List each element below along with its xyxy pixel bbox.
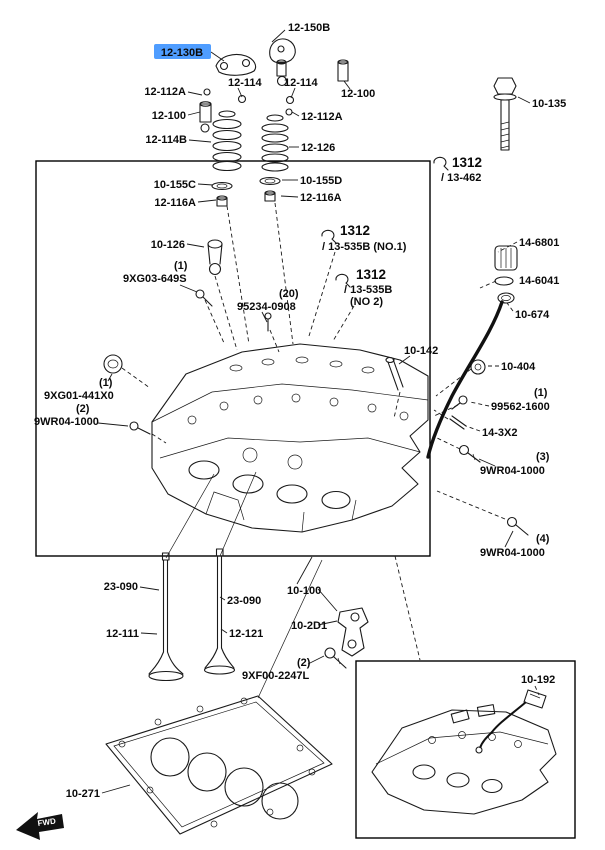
qty-9WR04-2: (2) — [76, 403, 90, 415]
rocker-arm-12-150B-drawing — [269, 38, 296, 87]
qty-9XG03: (1) — [174, 260, 188, 272]
part-label-12-126[interactable]: 12-126 — [301, 142, 335, 154]
bolt-9WR04-4-drawing — [506, 516, 529, 536]
part-label-10-192[interactable]: 10-192 — [521, 674, 555, 686]
part-label-1312-c[interactable]: 1312 — [356, 267, 386, 282]
part-label-12-116A-left[interactable]: 12-116A — [154, 197, 196, 209]
part-label-10-142[interactable]: 10-142 — [404, 345, 438, 357]
part-label-9WR04-1000-4[interactable]: 9WR04-1000 — [480, 547, 545, 559]
part-label-12-100-left[interactable]: 12-100 — [152, 110, 186, 122]
qty-9XF00: (2) — [297, 657, 311, 669]
part-label-12-114B[interactable]: 12-114B — [145, 134, 187, 146]
valve-12-121-drawing — [203, 548, 236, 675]
head-bolt-10-135-drawing — [493, 77, 517, 151]
part-label-9XG03-649S[interactable]: 9XG03-649S — [123, 273, 187, 285]
bolt-9WR04-3-drawing — [458, 444, 481, 463]
part-label-1312-a[interactable]: 1312 — [452, 155, 482, 170]
main-assembly-box — [35, 160, 431, 557]
part-label-12-121[interactable]: 12-121 — [229, 628, 263, 640]
part-label-10-135[interactable]: 10-135 — [532, 98, 566, 110]
qty-9WR04-3: (3) — [536, 451, 550, 463]
part-label-14-3X2[interactable]: 14-3X2 — [482, 427, 517, 439]
spring-seats-and-seals-drawing — [211, 176, 281, 207]
cup-plug-9XG01-drawing — [103, 354, 123, 374]
stud-95234-drawing — [264, 312, 272, 332]
head-gasket-10-271-drawing — [105, 695, 333, 835]
part-labels: 12-150B 12-130B 12-112A 12-114 12-114 12… — [34, 22, 566, 800]
stud-14-3X2-drawing — [449, 415, 467, 430]
cylinder-head-drawing — [151, 343, 429, 533]
part-label-10-155D[interactable]: 10-155D — [300, 175, 342, 187]
part-label-13-535B-no2[interactable]: / 13-535B — [344, 284, 392, 296]
oring-10-674-drawing — [497, 292, 515, 304]
clip-13-462-icon — [433, 156, 449, 171]
rocker-arm-12-130B-drawing — [215, 53, 257, 76]
qty-99562: (1) — [534, 387, 548, 399]
part-label-12-116A-right[interactable]: 12-116A — [300, 192, 342, 204]
dipstick-pipe-14-6801-drawing — [494, 245, 518, 304]
part-label-12-112A-right[interactable]: 12-112A — [301, 111, 343, 123]
part-label-12-112A-left[interactable]: 12-112A — [144, 86, 186, 98]
bolt-9XF00-drawing — [324, 647, 347, 669]
part-label-12-130B-selected[interactable]: 12-130B — [161, 47, 203, 59]
fwd-label: FWD — [37, 817, 57, 828]
valve-spring-right-drawing — [261, 114, 289, 172]
part-label-10-155C[interactable]: 10-155C — [154, 179, 196, 191]
bolt-99562-drawing — [451, 395, 468, 410]
part-label-12-100-right[interactable]: 12-100 — [341, 88, 375, 100]
part-label-10-2D1[interactable]: 10-2D1 — [291, 620, 327, 632]
part-label-10-674[interactable]: 10-674 — [515, 309, 550, 321]
part-label-no2-qualifier: (NO 2) — [350, 296, 383, 308]
part-label-99562-1600[interactable]: 99562-1600 — [491, 401, 550, 413]
part-label-10-126[interactable]: 10-126 — [151, 239, 185, 251]
hidden-part-lines — [121, 202, 540, 696]
part-label-12-114-left[interactable]: 12-114 — [228, 77, 263, 89]
clip-13-535B-no1-icon — [321, 229, 337, 244]
valve-spring-left-drawing — [212, 110, 242, 172]
inset-detail-box — [355, 660, 576, 839]
part-label-13-535B-no1[interactable]: / 13-535B (NO.1) — [322, 241, 407, 253]
part-label-23-090-left[interactable]: 23-090 — [104, 581, 138, 593]
valve-keepers-and-adjusters-drawing — [199, 59, 349, 133]
part-label-9XG01-441X0[interactable]: 9XG01-441X0 — [44, 390, 114, 402]
part-label-9XF00-2247L[interactable]: 9XF00-2247L — [242, 670, 310, 682]
part-label-95234-0908[interactable]: 95234-0908 — [237, 301, 296, 313]
qty-9WR04-4: (4) — [536, 533, 550, 545]
part-label-12-111[interactable]: 12-111 — [106, 628, 139, 640]
qty-9XG01: (1) — [99, 377, 113, 389]
bolt-9WR04-2-drawing — [129, 421, 151, 435]
clip-13-535B-no2-icon — [335, 273, 351, 288]
stud-10-142-drawing — [385, 356, 404, 391]
oil-dipstick-tube-drawing — [426, 300, 504, 459]
part-label-10-271[interactable]: 10-271 — [66, 788, 100, 800]
part-label-12-114-right[interactable]: 12-114 — [284, 77, 319, 89]
part-label-14-6801[interactable]: 14-6801 — [519, 237, 559, 249]
bolt-9XG03-drawing — [195, 289, 213, 307]
part-label-1312-b[interactable]: 1312 — [340, 223, 370, 238]
bracket-10-2D1-drawing — [337, 607, 369, 657]
part-label-23-090-right[interactable]: 23-090 — [227, 595, 261, 607]
cam-follower-10-126-drawing — [207, 239, 223, 276]
qty-95234: (20) — [279, 288, 299, 300]
sensor-harness-10-192-drawing — [475, 689, 547, 754]
leader-lines — [97, 29, 531, 794]
highlight-12-130B — [154, 44, 211, 59]
part-label-12-150B[interactable]: 12-150B — [288, 22, 330, 34]
part-label-10-404[interactable]: 10-404 — [501, 361, 536, 373]
part-label-10-100[interactable]: 10-100 — [287, 585, 321, 597]
plug-10-404-drawing — [470, 359, 486, 375]
inset-cylinder-head-drawing — [371, 704, 557, 815]
part-label-13-462[interactable]: / 13-462 — [441, 172, 481, 184]
part-label-14-6041[interactable]: 14-6041 — [519, 275, 559, 287]
part-label-9WR04-1000-2[interactable]: 9WR04-1000 — [34, 416, 99, 428]
fwd-direction-arrow: FWD — [16, 812, 64, 840]
part-label-9WR04-1000-3[interactable]: 9WR04-1000 — [480, 465, 545, 477]
valve-12-111-drawing — [148, 552, 184, 682]
gasket-14-6041-drawing — [494, 276, 514, 286]
